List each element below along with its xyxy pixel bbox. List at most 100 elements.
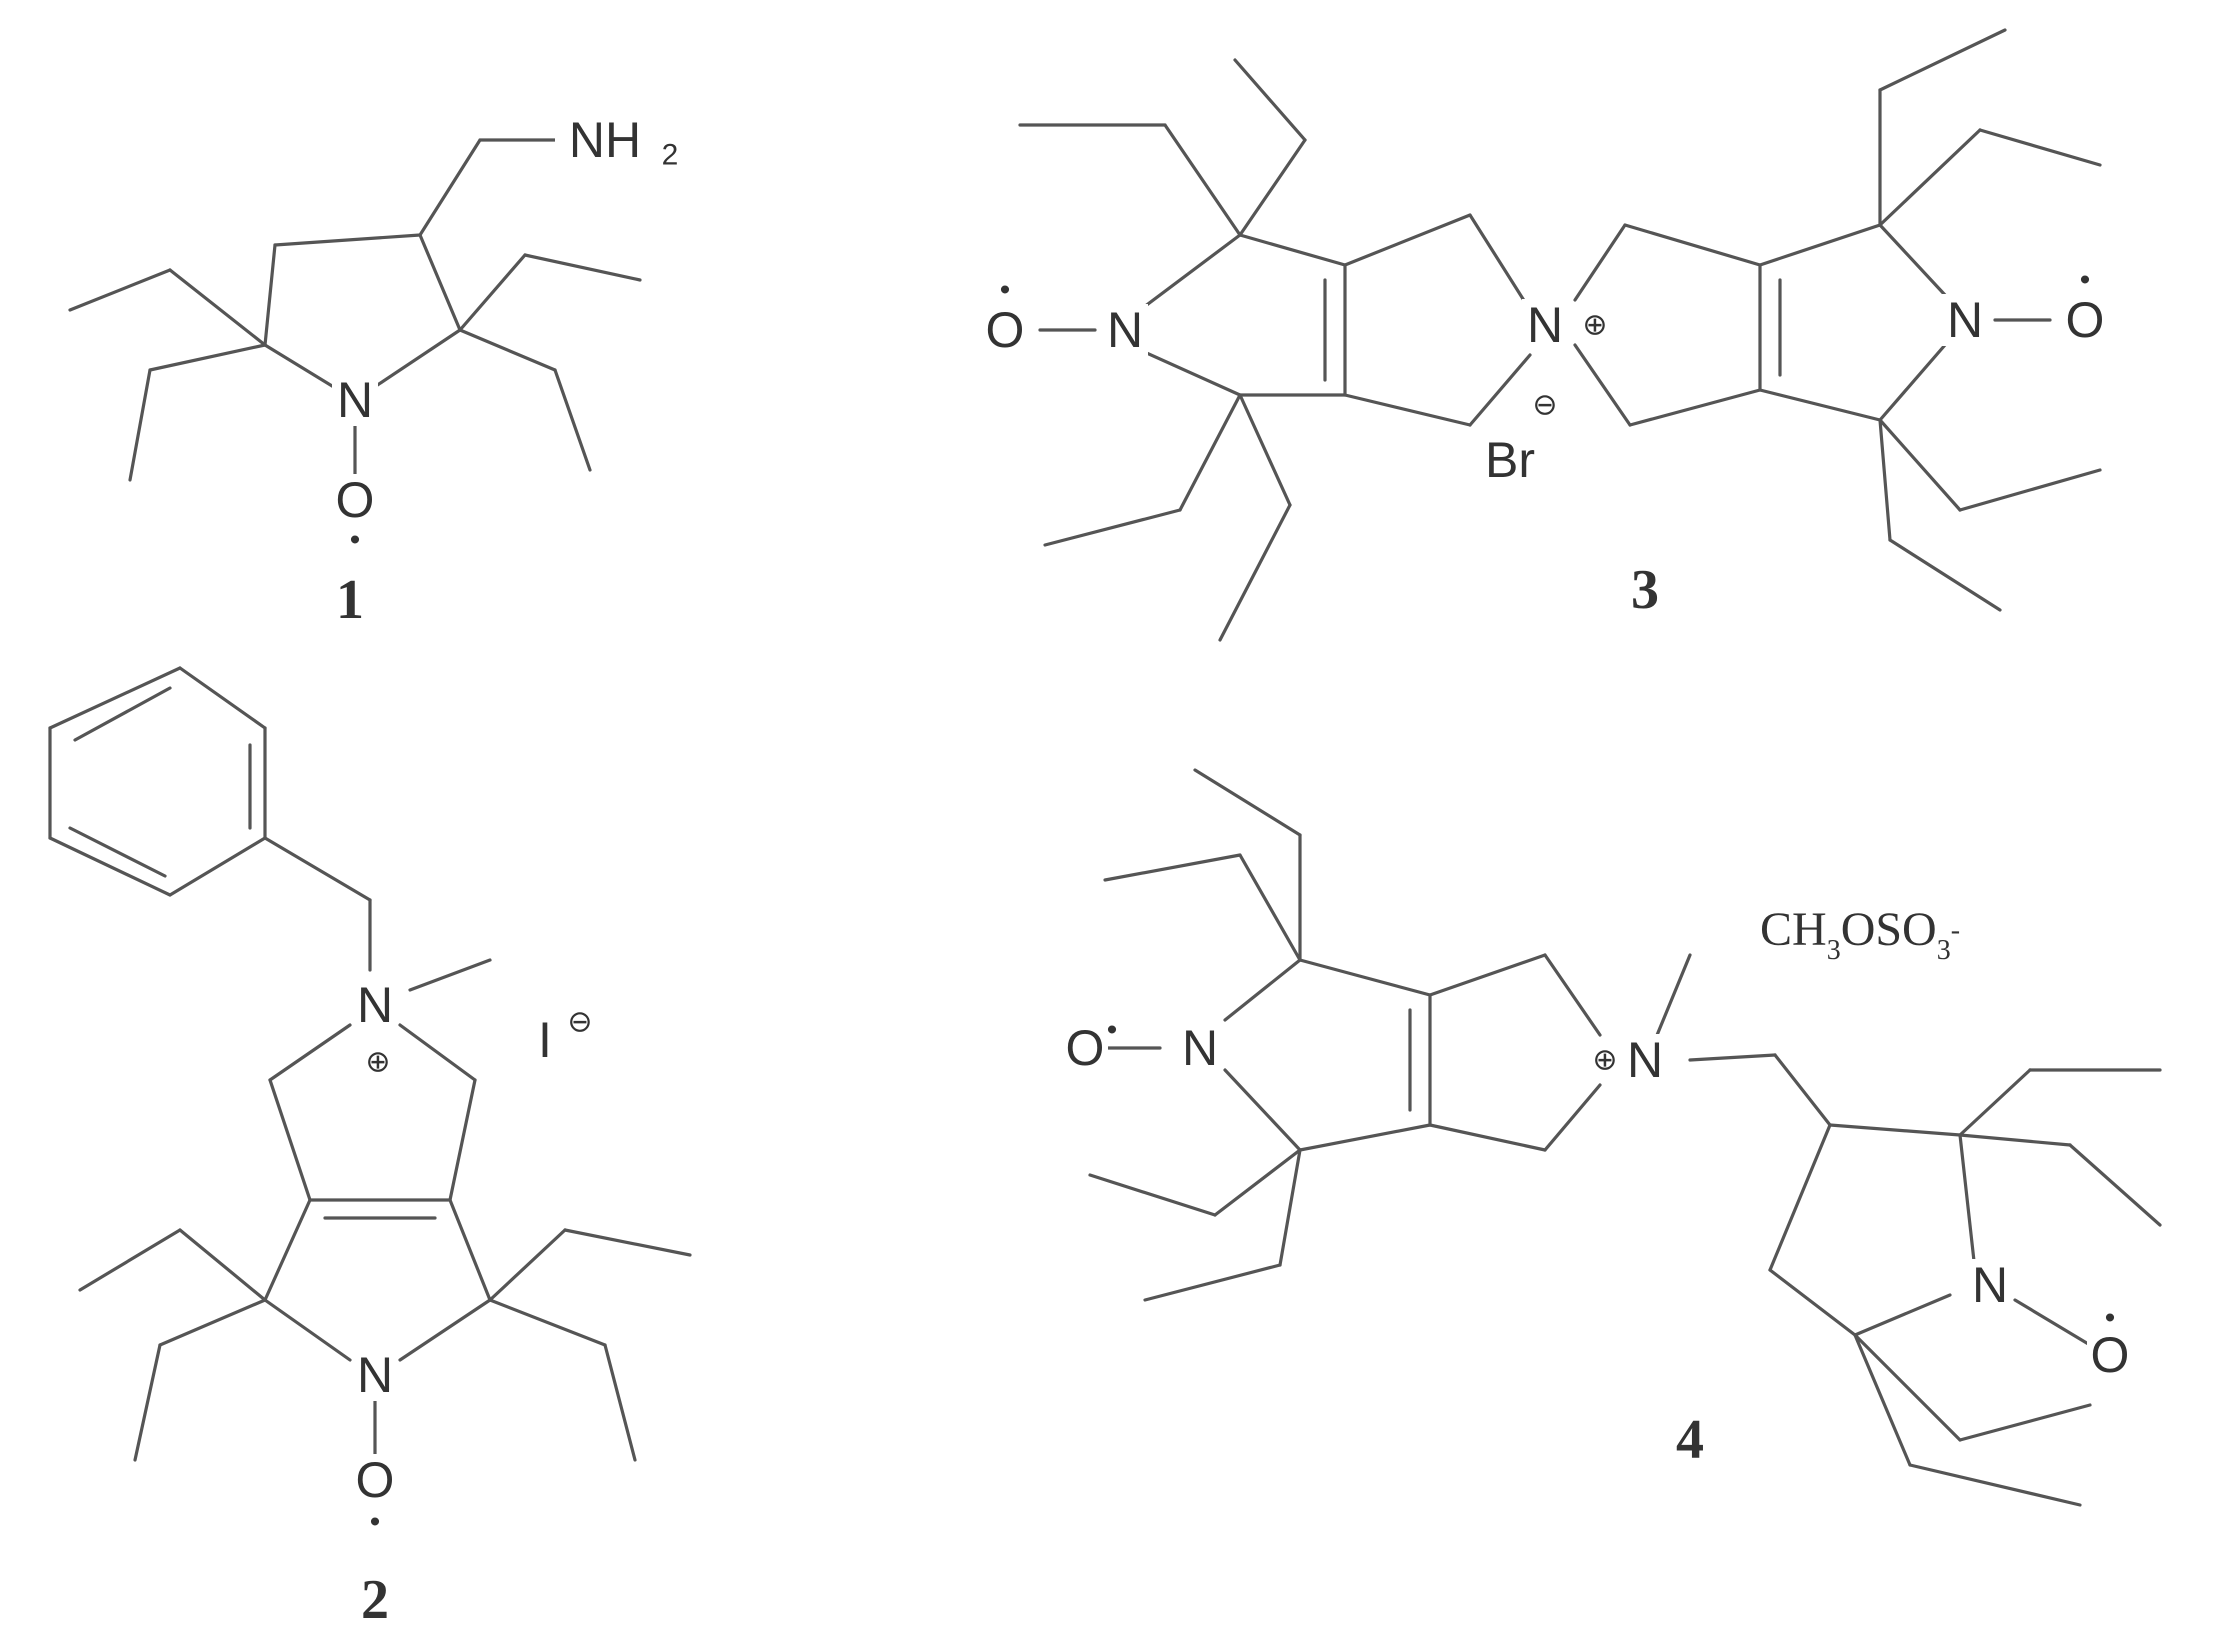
ring-bond bbox=[1758, 223, 1882, 267]
ethyl-bond bbox=[488, 1298, 607, 1347]
bromide-label: Br bbox=[1485, 432, 1535, 488]
ethyl-bond bbox=[78, 1228, 182, 1292]
benzene-inner-bond bbox=[73, 686, 172, 742]
ethyl-bond bbox=[68, 268, 172, 312]
pyrrolidine-nitrogen: N bbox=[1972, 1257, 2008, 1313]
ring-bond bbox=[1298, 1123, 1432, 1152]
ring-bond bbox=[1238, 233, 1347, 267]
compound-4-labels: O•N⊕NNO•CH3OSO3-4 bbox=[1062, 903, 2133, 1471]
benzene-inner-bond bbox=[68, 826, 167, 878]
compound-2-labels: N⊕NO•I⊖2 bbox=[352, 977, 593, 1631]
ring-bond bbox=[1298, 958, 1432, 997]
ethyl-bond bbox=[1958, 1068, 2032, 1137]
counterion-part: 3 bbox=[1827, 935, 1841, 966]
left-radical-dot: • bbox=[1000, 274, 1011, 307]
ring-bond bbox=[1828, 1123, 1962, 1137]
ethyl-bond bbox=[1878, 418, 1892, 542]
benzene-bond bbox=[168, 836, 267, 897]
ethyl-bond bbox=[458, 253, 527, 332]
nitroxide-oxygen: O bbox=[336, 472, 375, 528]
ring-bond bbox=[273, 233, 422, 247]
ethyl-bond bbox=[178, 1228, 267, 1302]
ethyl-bond bbox=[1853, 1333, 1912, 1467]
label-background bbox=[332, 474, 378, 526]
label-background bbox=[352, 979, 398, 1031]
ethyl-bond bbox=[1178, 393, 1242, 512]
ethyl-bond bbox=[1878, 28, 2007, 92]
ethyl-bond bbox=[168, 268, 267, 347]
label-background bbox=[1967, 1259, 2013, 1311]
ethyl-bond bbox=[553, 368, 592, 472]
benzyl-bond bbox=[263, 836, 372, 902]
ethyl-bond bbox=[488, 1228, 567, 1302]
right-nitroxide-oxygen: O bbox=[2066, 292, 2105, 348]
positive-charge: ⊕ bbox=[365, 1046, 390, 1079]
ring-bond bbox=[1628, 388, 1762, 427]
ring-nitrogen: N bbox=[337, 372, 373, 428]
label-background bbox=[352, 1349, 398, 1401]
nitroxide-oxygen: O bbox=[356, 1452, 395, 1508]
ethyl-bond bbox=[1878, 128, 1982, 227]
ring-bond bbox=[1853, 1293, 1952, 1337]
ethyl-bond bbox=[133, 1343, 162, 1462]
right-radical-dot: • bbox=[2080, 264, 2091, 297]
ethyl-bond bbox=[1958, 1133, 2072, 1147]
label-background bbox=[1522, 299, 1568, 351]
ring-bond bbox=[1573, 223, 1627, 302]
ring-bond bbox=[263, 243, 277, 347]
quaternary-nitrogen: N bbox=[357, 977, 393, 1033]
counterion-part: OSO bbox=[1841, 903, 1937, 956]
ethyl-bond bbox=[523, 253, 642, 282]
compound-3-bonds bbox=[1018, 28, 2102, 642]
ethyl-bond bbox=[1088, 1173, 1217, 1217]
ring-bond bbox=[1543, 1083, 1602, 1152]
compound-2-bonds bbox=[48, 666, 692, 1462]
ethyl-bond bbox=[1193, 768, 1302, 837]
amine-label: NH bbox=[569, 112, 641, 168]
ethyl-bond bbox=[1958, 468, 2102, 512]
negative-charge: ⊖ bbox=[1532, 389, 1557, 422]
label-background bbox=[332, 374, 378, 426]
positive-charge: ⊕ bbox=[1582, 309, 1607, 342]
ethyl-bond bbox=[1238, 853, 1302, 962]
iodide-label: I bbox=[538, 1012, 552, 1068]
counterion-part: - bbox=[1951, 915, 1960, 946]
label-background bbox=[555, 110, 685, 170]
ethyl-bond bbox=[458, 328, 557, 372]
ethyl-bond bbox=[563, 1228, 692, 1257]
ring-bond bbox=[1343, 213, 1472, 267]
left-nitroxide-oxygen: O bbox=[1066, 1020, 1105, 1076]
ch2-bond bbox=[1773, 1053, 1832, 1127]
compound-4-number: 4 bbox=[1676, 1409, 1704, 1471]
left-radical-dot: • bbox=[1107, 1014, 1118, 1047]
ethyl-bond bbox=[1218, 503, 1292, 642]
ring-bond bbox=[1958, 1133, 1977, 1272]
ring-bond bbox=[263, 1298, 352, 1362]
ethyl-bond bbox=[1238, 138, 1307, 237]
ring-bond bbox=[448, 1078, 477, 1202]
left-ring-nitrogen: N bbox=[1182, 1020, 1218, 1076]
left-nitroxide-oxygen: O bbox=[986, 302, 1025, 358]
methyl-bond bbox=[1653, 953, 1692, 1042]
right-ring-nitrogen: N bbox=[1947, 292, 1983, 348]
ethyl-bond bbox=[603, 1343, 637, 1462]
ethyl-bond bbox=[1043, 508, 1182, 547]
ring-bond bbox=[263, 1198, 312, 1302]
ethyl-bond bbox=[158, 1298, 267, 1347]
positive-charge: ⊕ bbox=[1592, 1044, 1617, 1077]
benzene-bond bbox=[48, 666, 182, 730]
ring-bond bbox=[1878, 223, 1947, 297]
ethyl-bond bbox=[1103, 853, 1242, 882]
benzene-bond bbox=[48, 836, 172, 897]
radical-dot: • bbox=[350, 524, 361, 557]
ch2-bond bbox=[1688, 1053, 1777, 1062]
ethyl-bond bbox=[1908, 1463, 2082, 1507]
compound-1-bonds bbox=[68, 138, 642, 482]
ring-bond bbox=[1768, 1268, 1857, 1337]
label-background bbox=[1622, 1034, 1668, 1086]
ring-bond bbox=[418, 233, 462, 332]
ring-bond bbox=[1428, 953, 1547, 997]
compound-3-number: 3 bbox=[1631, 559, 1659, 621]
ring-bond bbox=[1468, 353, 1532, 427]
